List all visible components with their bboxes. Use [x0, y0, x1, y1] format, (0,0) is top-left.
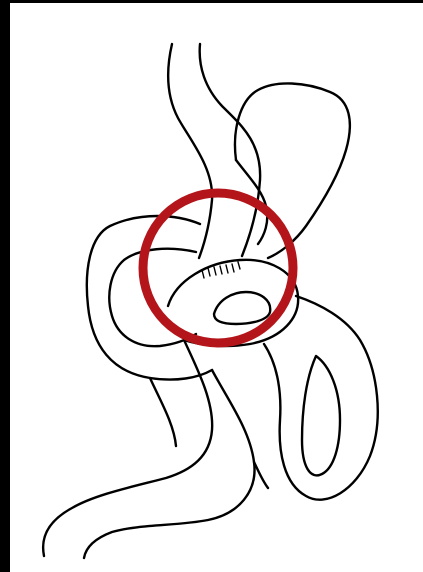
- right-limb-outer: [264, 296, 378, 500]
- descending-limb-right-wall: [84, 370, 255, 558]
- anastomosis-inner: [214, 292, 270, 324]
- descending-limb-crossing: [150, 378, 176, 446]
- suture-marks: [202, 262, 240, 278]
- descending-limb-crossing-2: [254, 462, 268, 488]
- esophagus-left-wall: [168, 44, 212, 258]
- right-limb-inner: [302, 356, 340, 475]
- stomach-outline: [235, 83, 350, 258]
